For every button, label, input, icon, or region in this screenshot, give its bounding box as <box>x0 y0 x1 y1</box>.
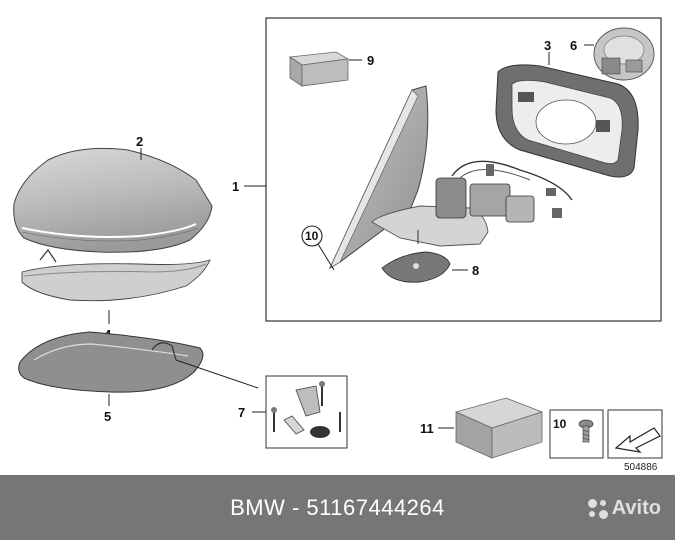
callout-9: 9 <box>367 53 374 68</box>
parts-diagram: 9 3 6 <box>13 17 663 473</box>
callout-10-circled: 10 <box>305 229 319 243</box>
part-11-box <box>454 397 544 459</box>
callout-6: 6 <box>570 38 577 53</box>
part-6-motor <box>593 27 655 81</box>
arrow-frame <box>607 409 663 459</box>
assembly-frame <box>265 17 662 322</box>
diagram-number: 504886 <box>624 462 658 473</box>
watermark-text: Avito <box>611 497 661 519</box>
part-number-caption: BMW - 51167444264 <box>230 494 445 520</box>
direction-arrow-icon <box>614 427 661 453</box>
part-2-mirror-cap <box>13 147 213 253</box>
part-9-box <box>288 51 350 87</box>
avito-logo-icon <box>587 498 608 519</box>
callout-1: 1 <box>232 179 239 194</box>
leader-5-to-7 <box>175 359 259 389</box>
caption-bar: BMW - 51167444264 <box>0 475 675 540</box>
callout-5: 5 <box>104 409 111 424</box>
callout-3: 3 <box>544 38 551 53</box>
part-4-turn-signal <box>21 248 211 302</box>
part-7-bracket-kit <box>271 381 341 438</box>
callout-7: 7 <box>238 405 245 420</box>
callout-2: 2 <box>136 134 143 149</box>
callout-10-circle <box>301 225 323 247</box>
part-3-mirror-frame <box>495 64 639 178</box>
callout-10: 10 <box>553 417 567 431</box>
part-10-screw <box>578 419 594 443</box>
part-8-gasket <box>381 251 451 283</box>
part-10-frame <box>549 409 604 459</box>
callout-8: 8 <box>472 263 479 278</box>
leader-10-circled <box>317 243 335 271</box>
avito-watermark: Avito <box>587 497 661 520</box>
part-1-mirror-base <box>328 85 573 270</box>
callout-11: 11 <box>420 421 434 436</box>
part-5-lower-housing <box>18 331 204 393</box>
